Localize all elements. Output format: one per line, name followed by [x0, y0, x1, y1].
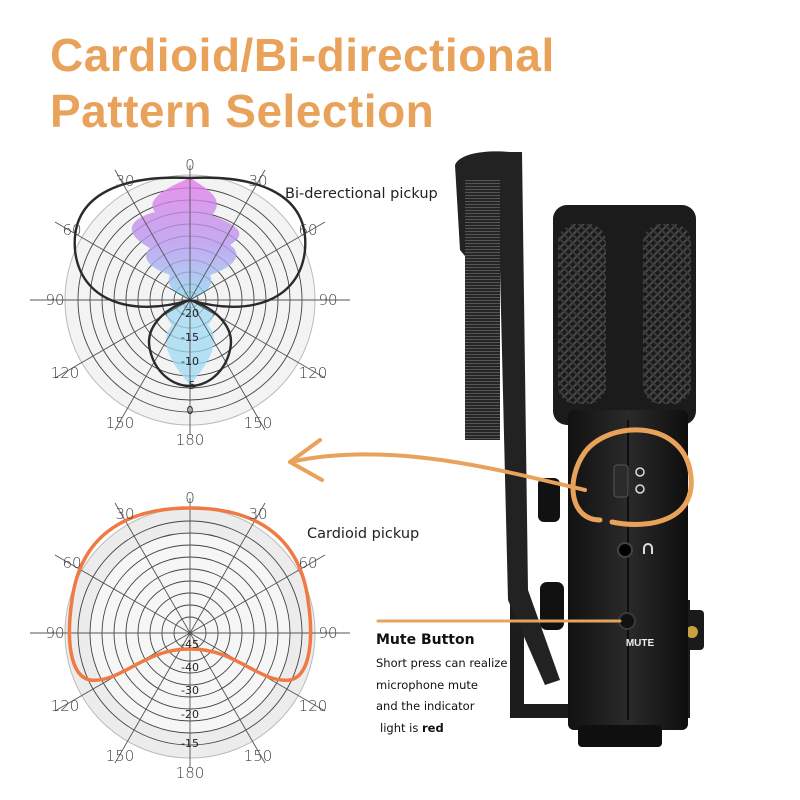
angle-label: 90 — [318, 291, 337, 309]
angle-label: 150 — [244, 747, 273, 765]
angle-label: 120 — [51, 697, 80, 715]
angle-label: 60 — [62, 221, 81, 239]
angle-label: 90 — [318, 624, 337, 642]
headline-line-2: Pattern Selection — [50, 85, 435, 137]
cardioid-polar-chart: 0 30 30 60 60 90 90 120 120 150 150 180 … — [30, 489, 350, 782]
ring-label: -15 — [181, 331, 199, 344]
angle-label: 150 — [106, 414, 135, 432]
angle-label: 120 — [299, 697, 328, 715]
ring-label: -10 — [181, 355, 199, 368]
ring-label: -45 — [181, 638, 199, 651]
angle-label: 0 — [185, 489, 195, 507]
microphone-illustration: MUTE — [455, 151, 704, 747]
angle-label: 30 — [115, 172, 134, 190]
annotations — [288, 427, 694, 623]
angle-label: 30 — [248, 505, 267, 523]
angle-label: 0 — [185, 156, 195, 174]
bidirectional-caption: Bi-derectional pickup — [285, 186, 438, 202]
ring-label: 0 — [187, 404, 194, 417]
mute-callout-line: microphone mute — [376, 678, 478, 692]
angle-label: 90 — [45, 291, 64, 309]
angle-label: 150 — [106, 747, 135, 765]
angle-label: 90 — [45, 624, 64, 642]
mute-callout-red: red — [422, 721, 444, 735]
mute-callout-title: Mute Button — [376, 632, 475, 648]
angle-label: 60 — [62, 554, 81, 572]
mute-callout-prefix: light is — [380, 721, 422, 735]
cardioid-caption: Cardioid pickup — [307, 526, 420, 542]
angle-label: 120 — [299, 364, 328, 382]
angle-label: 150 — [244, 414, 273, 432]
angle-label: 30 — [115, 505, 134, 523]
mute-callout-line: and the indicator — [376, 699, 475, 713]
angle-label: 180 — [176, 431, 205, 449]
angle-label: 30 — [248, 172, 267, 190]
angle-label: 180 — [176, 764, 205, 782]
angle-label: 60 — [298, 554, 317, 572]
mute-callout-line: Short press can realize — [376, 656, 508, 670]
mute-label: MUTE — [626, 638, 655, 649]
bidirectional-polar-chart: 0 30 30 60 60 90 90 120 120 150 150 180 … — [30, 156, 350, 449]
ring-label: -40 — [181, 661, 199, 674]
headline-line-1: Cardioid/Bi-directional — [50, 29, 555, 81]
ring-label: -15 — [181, 737, 199, 750]
angle-label: 120 — [51, 364, 80, 382]
angle-label: 60 — [298, 221, 317, 239]
mute-callout-line: light is red — [380, 721, 444, 735]
ring-label: -30 — [181, 684, 199, 697]
ring-label: -5 — [185, 379, 196, 392]
ring-label: -20 — [181, 708, 199, 721]
ring-label: -20 — [181, 307, 199, 320]
